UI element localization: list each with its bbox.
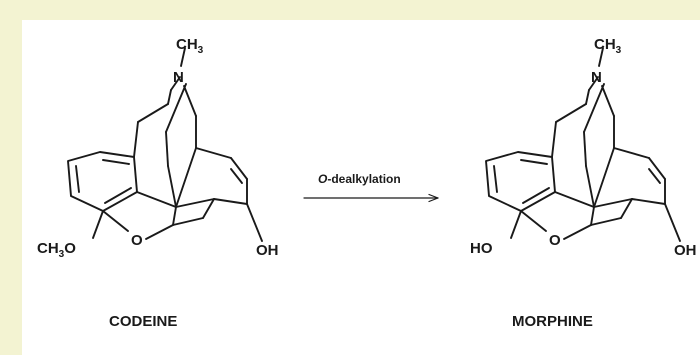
reaction-arrow: O-dealkylation (303, 172, 439, 203)
codeine-atom-labels: CH3 N O CH3O OH (37, 36, 279, 260)
diagram-panel (22, 20, 700, 355)
morphine-methyl-label: CH3 (594, 36, 622, 56)
morphine-name: MORPHINE (512, 313, 593, 330)
codeine-aromatic-ring (67, 151, 138, 212)
morphine-hydroxyl-label: OH (674, 242, 697, 259)
codeine-methyl-label: CH3 (176, 36, 204, 56)
codeine-nitrogen-label: N (173, 69, 184, 86)
codeine-ring-oxygen-label: O (131, 232, 143, 249)
arrowhead-icon (428, 193, 439, 203)
morphine-structure: CH3 N O HO OH MORPHINE (470, 36, 697, 330)
reaction-label: O-dealkylation (318, 172, 401, 186)
morphine-ring-bonds (510, 47, 681, 242)
morphine-atom-labels: CH3 N O HO OH (470, 36, 697, 259)
codeine-methoxy-label: CH3O (37, 240, 76, 260)
codeine-hydroxyl-label: OH (256, 242, 279, 259)
codeine-ring-bonds (92, 47, 263, 242)
morphine-aromatic-ring (485, 151, 556, 212)
morphine-nitrogen-label: N (591, 69, 602, 86)
codeine-name: CODEINE (109, 313, 177, 330)
morphine-left-hydroxyl-label: HO (470, 240, 493, 257)
codeine-structure: CH3 N O CH3O OH CODEINE (37, 36, 279, 330)
morphine-ring-oxygen-label: O (549, 232, 561, 249)
